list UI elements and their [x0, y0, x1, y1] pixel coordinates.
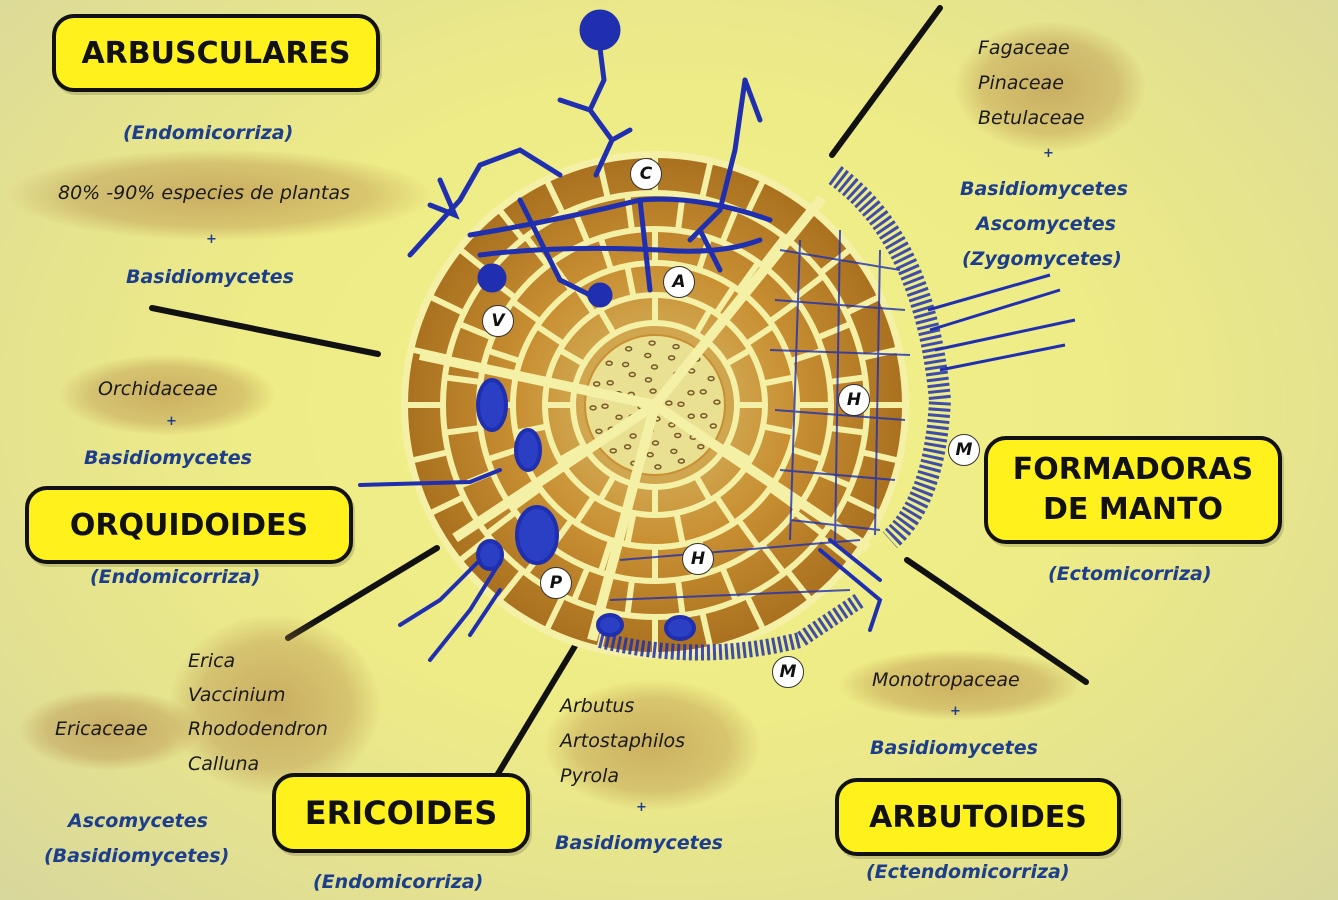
arbutoides-type: (Ectendomicorriza) [866, 861, 1070, 883]
arbusculares-title: ARBUSCULARES [81, 36, 350, 71]
marker-p: P [540, 567, 572, 599]
formadoras-plant-pinaceae: Pinaceae [978, 72, 1064, 94]
orquidoides-type: (Endomicorriza) [90, 566, 260, 588]
arbusculares-fungi: Basidiomycetes [126, 266, 294, 288]
marker-a: A [663, 266, 695, 298]
arbutoides-fungi2: Basidiomycetes [870, 737, 1038, 759]
arbutoides-genus-arbutus: Arbutus [560, 695, 634, 717]
arbusculares-title-box: ARBUSCULARES [52, 14, 380, 92]
arbutoides-title-box: ARBUTOIDES [835, 778, 1121, 856]
ericoides-genus-rhododendron: Rhododendron [188, 718, 328, 740]
arbutoides-plus: + [636, 800, 647, 815]
formadoras-plant-fagaceae: Fagaceae [978, 37, 1070, 59]
ericoides-title-box: ERICOIDES [272, 773, 530, 853]
orquidoides-plant: Orchidaceae [98, 378, 218, 400]
marker-c: C [630, 158, 662, 190]
formadoras-fungi-basidiomycetes: Basidiomycetes [960, 178, 1128, 200]
ericoides-title: ERICOIDES [305, 794, 497, 832]
arbutoides-plant2: Monotropaceae [872, 669, 1020, 691]
arbutoides-title: ARBUTOIDES [869, 800, 1087, 835]
formadoras-title-box: FORMADORAS DE MANTO [984, 436, 1282, 544]
arbusculares-plus: + [206, 232, 217, 247]
arbusculares-species-text: 80% -90% especies de plantas [58, 182, 350, 204]
formadoras-title-line1: FORMADORAS [1013, 450, 1254, 490]
ericoides-genus-calluna: Calluna [188, 753, 259, 775]
orquidoides-plus: + [166, 414, 177, 429]
ericoides-genus-vaccinium: Vaccinium [188, 684, 285, 706]
arbusculares-type: (Endomicorriza) [123, 122, 293, 144]
arbutoides-plus2: + [950, 704, 961, 719]
formadoras-fungi-ascomycetes: Ascomycetes [976, 213, 1116, 235]
orquidoides-fungi: Basidiomycetes [84, 447, 252, 469]
formadoras-plus: + [1043, 146, 1054, 161]
marker-h-right: H [838, 384, 870, 416]
marker-h-bottom: H [682, 543, 714, 575]
arbutoides-genus-pyrola: Pyrola [560, 765, 619, 787]
orquidoides-title: ORQUIDOIDES [70, 508, 308, 543]
arbutoides-fungi: Basidiomycetes [555, 832, 723, 854]
ericoides-fungi-1: Ascomycetes [68, 810, 208, 832]
formadoras-type: (Ectomicorriza) [1048, 563, 1212, 585]
formadoras-plant-betulaceae: Betulaceae [978, 107, 1085, 129]
arbutoides-genus-artostaphilos: Artostaphilos [560, 730, 685, 752]
marker-m-right: M [948, 434, 980, 466]
formadoras-fungi-zygomycetes: (Zygomycetes) [962, 248, 1122, 270]
formadoras-title-line2: DE MANTO [1043, 490, 1223, 530]
marker-m-bottom: M [772, 656, 804, 688]
ericoides-fungi-2: (Basidiomycetes) [44, 845, 229, 867]
marker-v: V [482, 305, 514, 337]
orquidoides-title-box: ORQUIDOIDES [25, 486, 353, 564]
ericoides-family: Ericaceae [55, 718, 148, 740]
ericoides-type: (Endomicorriza) [313, 871, 483, 893]
ericoides-genus-erica: Erica [188, 650, 235, 672]
